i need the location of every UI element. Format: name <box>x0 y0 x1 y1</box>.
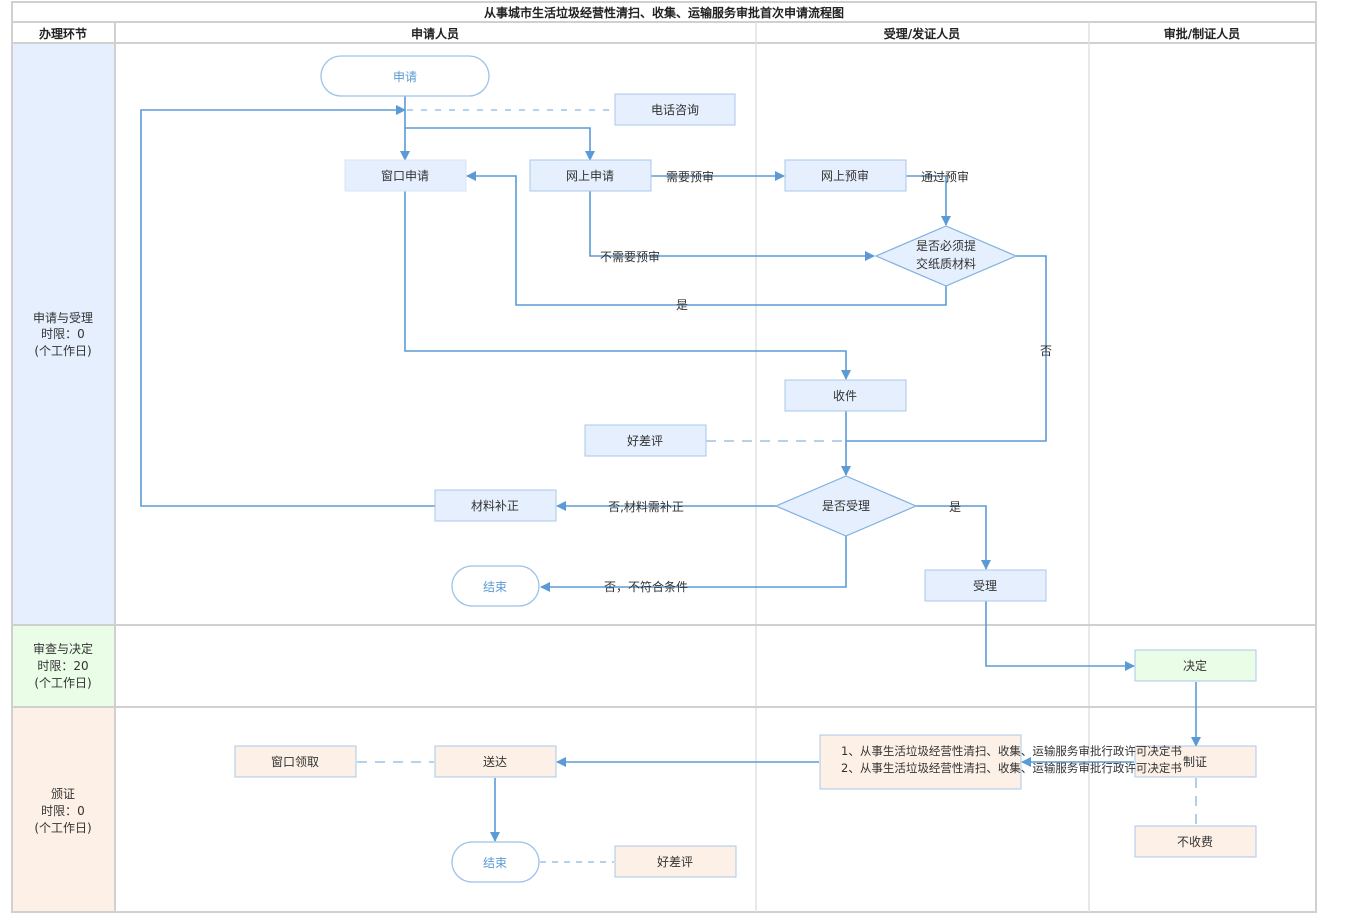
node-deliver-label: 送达 <box>483 754 507 769</box>
node-start-label: 申请 <box>393 70 417 84</box>
node-supplement-label: 材料补正 <box>471 499 519 513</box>
edge-label-pass-precheck: 通过预审 <box>921 169 969 184</box>
edge-label-no-paper: 否 <box>1040 344 1052 358</box>
node-make-cert[interactable]: 制证 <box>1134 745 1257 778</box>
edge-label-no-precheck: 不需要预审 <box>600 249 660 264</box>
node-start[interactable]: 申请 <box>320 55 490 97</box>
phase-label-apply: 申请与受理 时限：0 (个工作日) <box>33 311 93 358</box>
edge-pass-precheck <box>906 175 951 226</box>
phase-name: 审查与决定 <box>33 641 93 656</box>
node-make-cert-label: 制证 <box>1183 755 1207 769</box>
phase-unit: (个工作日) <box>34 676 91 690</box>
node-phone-consult[interactable]: 电话咨询 <box>614 93 736 126</box>
phase-limit: 时限：20 <box>37 659 88 673</box>
node-window-apply-label: 窗口申请 <box>381 169 429 183</box>
node-online-precheck[interactable]: 网上预审 <box>784 159 907 192</box>
node-end-1-label: 结束 <box>483 580 507 594</box>
edge-paper-no <box>846 255 1047 442</box>
node-accept[interactable]: 受理 <box>924 569 1047 602</box>
node-supplement[interactable]: 材料补正 <box>434 489 557 522</box>
edge-supplement-loop <box>140 105 435 507</box>
edge-start-online <box>405 127 595 161</box>
node-review-2-label: 好差评 <box>657 855 693 869</box>
phase-bg-review <box>13 626 115 706</box>
node-end-2-label: 结束 <box>483 856 507 870</box>
connectors <box>140 96 1201 863</box>
phase-name: 颁证 <box>51 786 75 801</box>
phase-limit: 时限：0 <box>41 327 85 341</box>
edge-decision-end <box>540 536 847 592</box>
phase-limit: 时限：0 <box>41 804 85 818</box>
phase-unit: (个工作日) <box>34 344 91 358</box>
edge-label-no-reject: 否，不符合条件 <box>604 579 688 594</box>
header-stage-col: 办理环节 <box>39 26 87 41</box>
phase-unit: (个工作日) <box>34 821 91 835</box>
node-decide[interactable]: 决定 <box>1134 649 1257 682</box>
node-end-1[interactable]: 结束 <box>451 565 540 607</box>
edge-window-receive <box>404 191 851 380</box>
node-window-pickup[interactable]: 窗口领取 <box>234 745 357 778</box>
phase-bg-apply <box>13 44 115 625</box>
phase-bg-issue <box>13 707 115 912</box>
node-receive-label: 收件 <box>833 389 857 403</box>
node-online-precheck-label: 网上预审 <box>821 168 869 183</box>
node-no-fee-label: 不收费 <box>1177 835 1213 849</box>
header-lane-approver: 审批/制证人员 <box>1164 26 1240 41</box>
node-documents[interactable]: 1、从事生活垃圾经营性清扫、收集、运输服务审批行政许可决定书 2、从事生活垃圾经… <box>819 734 1182 790</box>
node-accept-label: 受理 <box>973 579 997 593</box>
node-review-1[interactable]: 好差评 <box>584 424 707 457</box>
phase-name: 申请与受理 <box>33 311 93 325</box>
node-decide-label: 决定 <box>1183 658 1207 673</box>
edge-label-no-supplement: 否,材料需补正 <box>608 500 684 514</box>
phase-label-issue: 颁证 时限：0 (个工作日) <box>34 786 91 835</box>
table-grid <box>11 1 1317 913</box>
node-online-apply-label: 网上申请 <box>566 169 614 183</box>
node-deliver[interactable]: 送达 <box>434 745 557 778</box>
edge-paper-yes <box>466 171 947 306</box>
node-window-pickup-label: 窗口领取 <box>271 755 319 769</box>
node-documents-line-1: 1、从事生活垃圾经营性清扫、收集、运输服务审批行政许可决定书 <box>841 744 1182 758</box>
edge-accept-decide <box>985 601 1135 671</box>
edge-label-need-precheck: 需要预审 <box>666 169 714 184</box>
node-end-2[interactable]: 结束 <box>451 841 540 883</box>
node-online-apply[interactable]: 网上申请 <box>529 159 652 192</box>
edge-decision-accept <box>916 505 991 570</box>
header-lane-acceptor: 受理/发证人员 <box>884 26 960 41</box>
edge-label-yes-accept: 是 <box>949 500 961 514</box>
edge-no-precheck <box>589 191 875 261</box>
node-accept-decision-label: 是否受理 <box>822 499 870 513</box>
edge-label-yes-paper: 是 <box>676 298 688 312</box>
node-review-1-label: 好差评 <box>627 434 663 448</box>
node-receive[interactable]: 收件 <box>784 379 907 412</box>
phase-label-review: 审查与决定 时限：20 (个工作日) <box>33 641 93 690</box>
page-title: 从事城市生活垃圾经营性清扫、收集、运输服务审批首次申请流程图 <box>484 5 844 20</box>
node-phone-label: 电话咨询 <box>651 102 699 117</box>
node-documents-line-2: 2、从事生活垃圾经营性清扫、收集、运输服务审批行政许可决定书 <box>841 761 1182 775</box>
node-no-fee[interactable]: 不收费 <box>1134 825 1257 858</box>
node-paper-decision-l1: 是否必须提 <box>916 238 976 253</box>
node-paper-decision[interactable]: 是否必须提 交纸质材料 <box>874 225 1018 287</box>
node-review-2[interactable]: 好差评 <box>614 845 737 878</box>
node-paper-decision-l2: 交纸质材料 <box>916 256 976 271</box>
node-window-apply[interactable]: 窗口申请 <box>344 159 467 192</box>
header-lane-applicant: 申请人员 <box>411 26 459 41</box>
node-accept-decision[interactable]: 是否受理 <box>774 475 918 537</box>
